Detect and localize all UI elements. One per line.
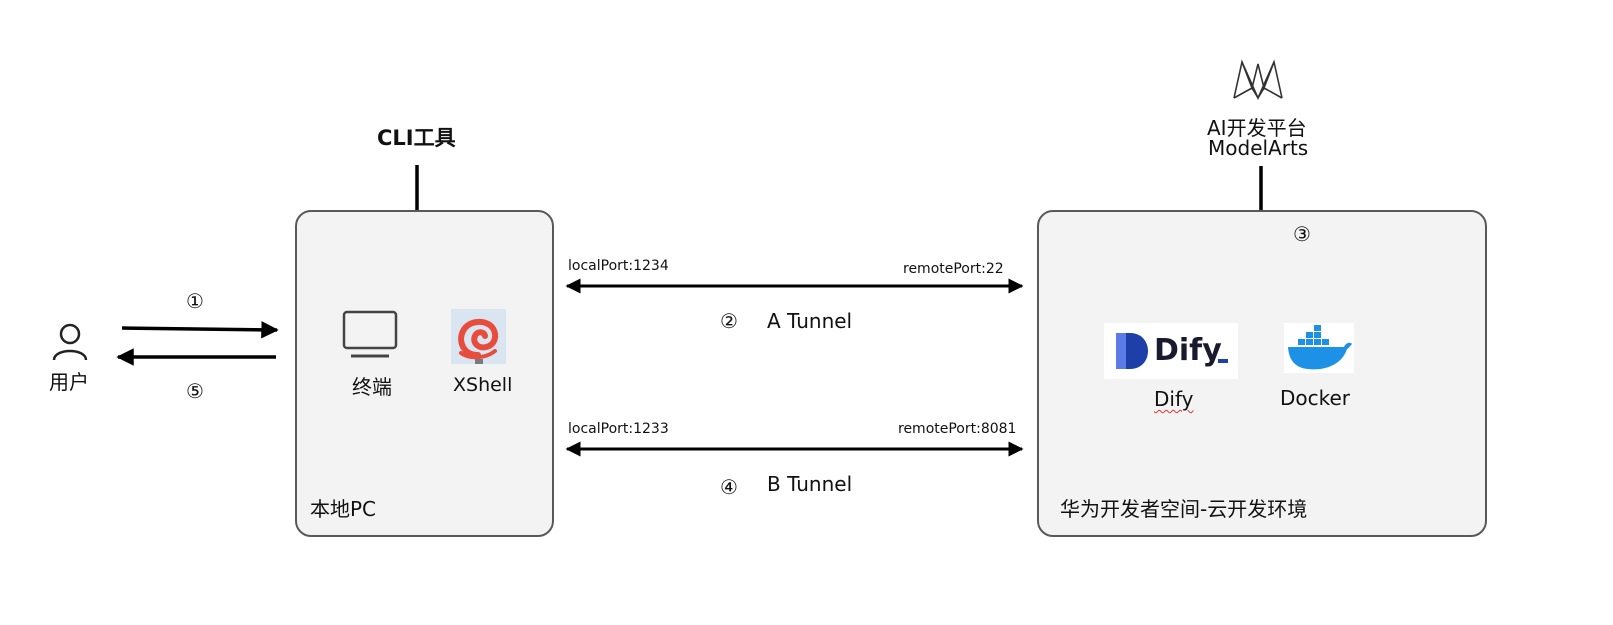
tunnel-a-remote-port: remotePort:22 [903,261,1004,277]
local-pc-title: 本地PC [310,497,377,521]
cloud-env-title: 华为开发者空间-云开发环境 [1060,497,1308,521]
terminal-monitor-icon [341,309,399,361]
user-icon [51,322,89,362]
step-4-label: ④ [720,475,738,499]
ai-platform-line2: ModelArts [1208,136,1309,160]
step-2-label: ② [720,309,738,333]
xshell-logo-icon [451,309,506,364]
step-1-label: ① [186,289,204,313]
step-3-label: ③ [1293,222,1311,246]
cli-tool-label: CLI工具 [377,126,456,150]
dify-logo-underscore [1218,359,1228,363]
tunnel-b-label: B Tunnel [767,472,853,496]
dify-logo-text: Dify [1154,333,1222,368]
step-5-label: ⑤ [186,379,204,403]
tunnel-a-label: A Tunnel [767,309,853,333]
dify-label: Dify [1154,387,1194,411]
docker-logo-icon [1284,323,1354,373]
modelarts-logo-icon [1230,58,1286,100]
tunnel-b-remote-port: remotePort:8081 [898,421,1017,437]
dify-logo-icon [1116,333,1148,369]
tunnel-a-local-port: localPort:1234 [568,258,669,274]
dify-logo: Dify [1104,323,1238,379]
terminal-label: 终端 [352,375,392,399]
cloud-env-box [1037,210,1487,537]
local-pc-box [295,210,554,537]
xshell-label: XShell [453,374,513,396]
arrow-user-to-pc [121,321,279,339]
docker-label: Docker [1280,386,1351,410]
ai-platform-line1: AI开发平台 [1207,116,1307,140]
tunnel-b-local-port: localPort:1233 [568,421,669,437]
user-label: 用户 [49,370,89,394]
